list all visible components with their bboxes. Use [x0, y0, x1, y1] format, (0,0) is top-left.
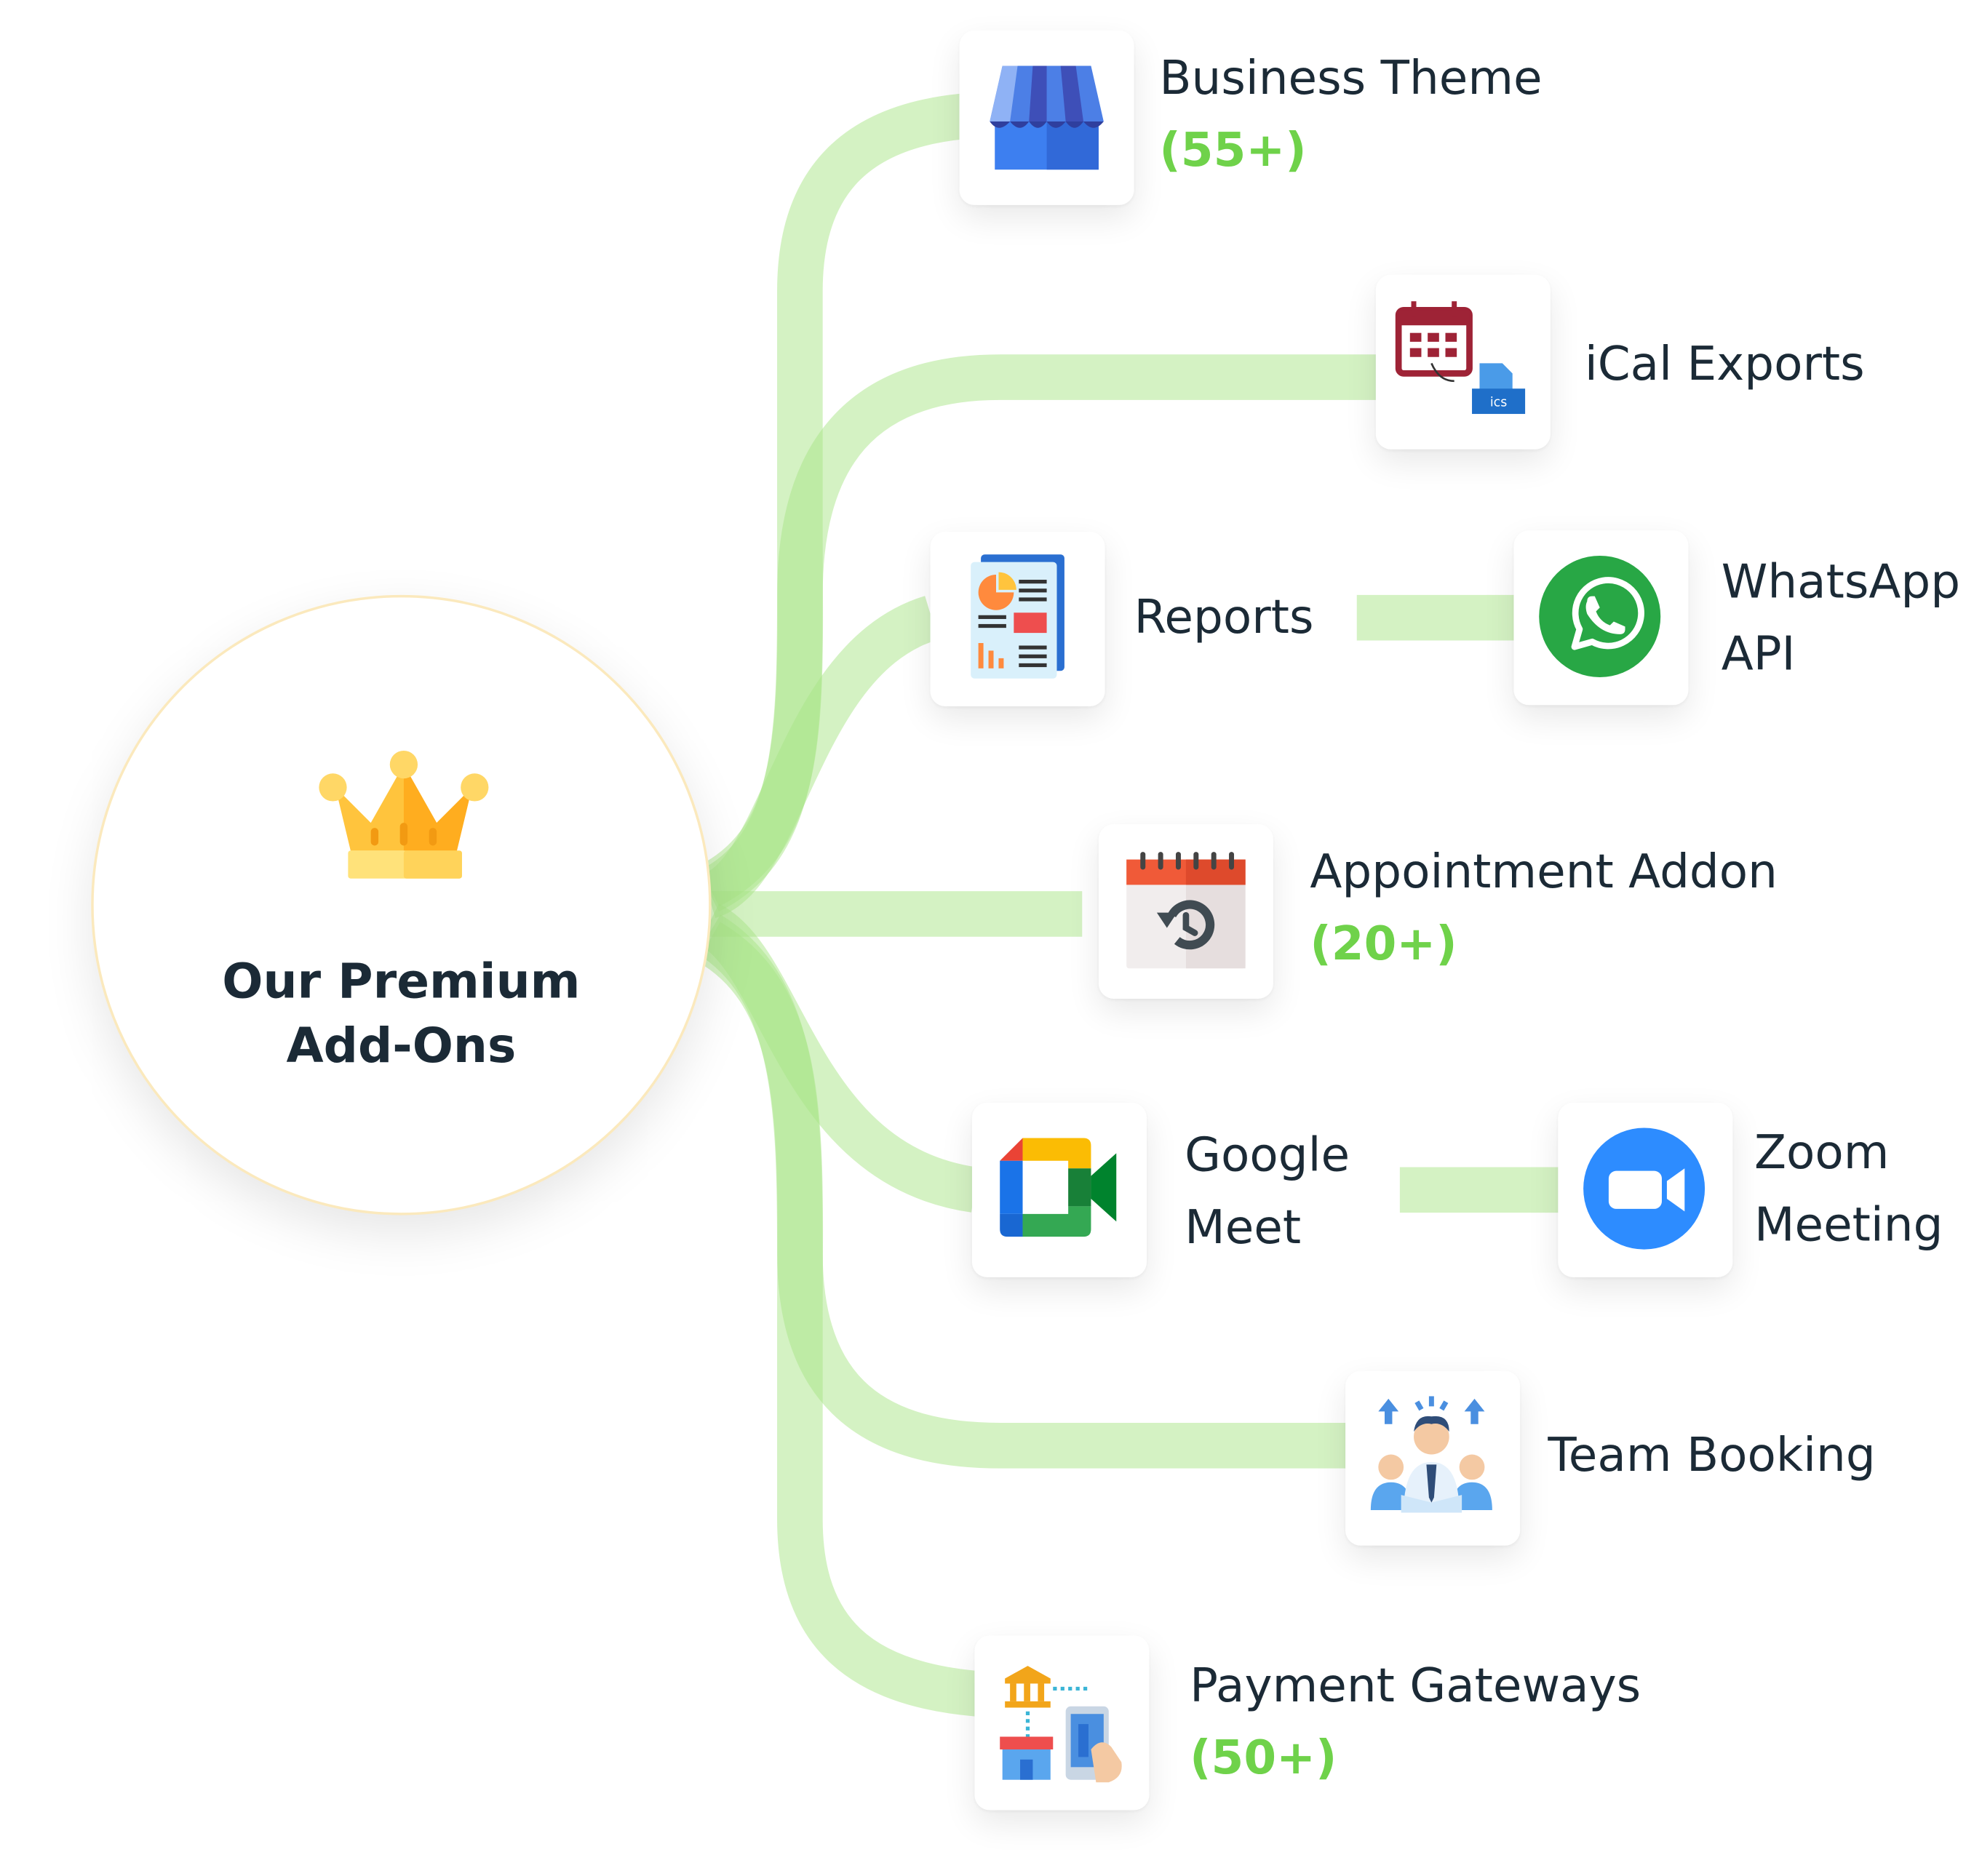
calendar-ics-icon: ics — [1395, 301, 1526, 415]
addon-name-line2: Meet — [1185, 1200, 1302, 1255]
hub-circle: Our Premium Add-Ons — [91, 594, 712, 1216]
addon-card-appointment-addon[interactable] — [1098, 823, 1273, 999]
addon-name: Appointment Addon — [1310, 844, 1778, 899]
addon-name-line1: Google — [1185, 1127, 1350, 1183]
addon-card-zoom-meeting[interactable] — [1558, 1102, 1733, 1277]
google-meet-icon — [1000, 1138, 1117, 1237]
addon-label-business-theme: Business Theme (55+) — [1159, 41, 1542, 185]
addon-name: Team Booking — [1548, 1427, 1876, 1482]
crown-icon — [319, 750, 489, 879]
addon-name: Payment Gateways — [1190, 1658, 1641, 1713]
addon-name-line2: Meeting — [1754, 1197, 1943, 1253]
ics-badge-text: ics — [1490, 396, 1507, 410]
addon-label-zoom-meeting: Zoom Meeting — [1754, 1117, 1943, 1261]
hub-title-line1: Our Premium — [222, 953, 581, 1009]
addon-count: (20+) — [1310, 916, 1457, 971]
addon-name: iCal Exports — [1584, 336, 1865, 391]
connector-reports — [700, 596, 939, 919]
addon-name-line1: Zoom — [1754, 1125, 1890, 1180]
addon-card-business-theme[interactable] — [959, 30, 1134, 205]
calendar-repeat-icon — [1126, 852, 1246, 969]
team-icon — [1370, 1396, 1492, 1513]
whatsapp-icon — [1539, 555, 1661, 678]
addon-card-payment-gateways[interactable] — [974, 1635, 1150, 1811]
addon-name: Reports — [1134, 589, 1314, 644]
addon-label-reports: Reports — [1134, 581, 1314, 653]
report-document-icon — [971, 554, 1064, 679]
payment-icon — [1000, 1666, 1122, 1783]
zoom-icon — [1583, 1127, 1706, 1250]
addon-count: (55+) — [1159, 122, 1307, 177]
addon-label-appointment-addon: Appointment Addon (20+) — [1310, 836, 1778, 980]
addon-card-reports[interactable] — [930, 531, 1105, 707]
addon-card-google-meet[interactable] — [971, 1102, 1147, 1277]
hub-title-line2: Add-Ons — [286, 1018, 517, 1074]
addon-label-whatsapp-api: WhatsApp API — [1722, 546, 1960, 690]
addon-count: (50+) — [1190, 1730, 1337, 1785]
hub-title: Our Premium Add-Ons — [94, 949, 709, 1079]
addon-label-ical-exports: iCal Exports — [1585, 328, 1865, 400]
addon-name: Business Theme — [1159, 50, 1543, 105]
storefront-icon — [990, 65, 1104, 170]
addon-label-payment-gateways: Payment Gateways (50+) — [1190, 1649, 1641, 1793]
connector-payment — [696, 922, 979, 1717]
addon-label-google-meet: Google Meet — [1185, 1119, 1350, 1263]
addon-label-team-booking: Team Booking — [1548, 1419, 1875, 1491]
addon-name-line1: WhatsApp — [1721, 554, 1961, 610]
addon-name-line2: API — [1721, 626, 1796, 682]
addon-card-whatsapp-api[interactable] — [1513, 530, 1689, 706]
addon-card-team-booking[interactable] — [1345, 1370, 1521, 1546]
addon-card-ical-exports[interactable]: ics — [1375, 274, 1551, 450]
